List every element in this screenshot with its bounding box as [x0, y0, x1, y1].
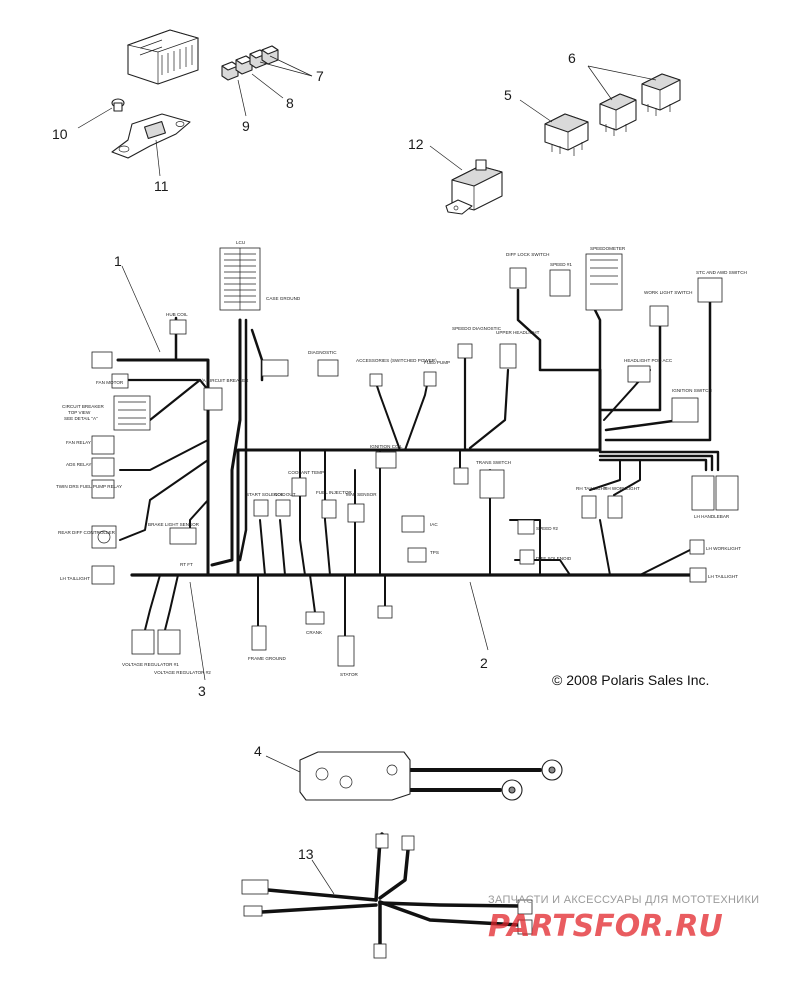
label-crank: CRANK [306, 630, 323, 635]
circuit-breaker-part [445, 159, 503, 215]
label-lh-worklight: LH WORKLIGHT [706, 546, 741, 551]
label-headlight-pod: HEADLIGHT POD ACC [624, 358, 673, 363]
copyright-text: © 2008 Polaris Sales Inc. [552, 672, 709, 688]
bracket-part [111, 113, 191, 159]
callout-6: 6 [568, 50, 576, 66]
screw-part [111, 98, 125, 112]
label-rear-diff: REAR DIFF CONTROLLER [58, 530, 116, 535]
label-lh-taillight-right: LH TAILLIGHT [708, 574, 738, 579]
label-speedo-diagnostic: SPEEDO DIAGNOSTIC [452, 326, 502, 331]
label-brake-light: BRAKE LIGHT SENSOR [148, 522, 200, 527]
sub-harness-part [241, 832, 533, 959]
label-ignition-switch: IGNITION SWITCH [672, 388, 712, 393]
label-work-light-switch: WORK LIGHT SWITCH [644, 290, 692, 295]
label-hub-coil: HUB COIL [166, 312, 188, 317]
label-frame-ground: FRAME GROUND [248, 656, 286, 661]
label-case-ground: CASE GROUND [266, 296, 301, 301]
label-ads-relay: ADS RELAY [66, 462, 91, 467]
label-stator: STATOR [340, 672, 359, 677]
callout-11: 11 [154, 178, 169, 194]
callout-13: 13 [298, 846, 314, 862]
label-diff-solenoid: DIFF SOLENOID [536, 556, 572, 561]
label-circuit-breaker: CIRCUIT BREAKER [62, 404, 104, 409]
watermark: ЗАПЧАСТИ И АКСЕССУАРЫ ДЛЯ МОТОТЕХНИКИ PA… [488, 894, 759, 944]
callout-8: 8 [286, 95, 294, 111]
ground-cable-part [299, 751, 563, 801]
label-voltage-reg-1: VOLTAGE REGULATOR #1 [122, 662, 179, 667]
label-lh-handlebar: LH HANDLEBAR [694, 514, 730, 519]
label-lcu: LCU [236, 240, 245, 245]
label-upper-headlight: UPPER HEADLIGHT [496, 330, 540, 335]
callout-12: 12 [408, 136, 424, 152]
label-rt-ft: RT FT [180, 562, 193, 567]
label-see-detail: SEE DETAIL "A" [64, 416, 98, 421]
fuse-block-part [126, 29, 200, 85]
label-twin-fuel: TWIN DRS FUEL PUMP RELAY [56, 484, 122, 489]
label-fan-motor: FAN MOTOR [96, 380, 124, 385]
label-tps: TPS [430, 550, 439, 555]
relay-part-6b [641, 73, 681, 116]
label-fuel-pump: FUEL PUMP [424, 360, 450, 365]
label-na-breaker: N/A CIRCUIT BREAKER [198, 378, 249, 383]
relay-part-6a [599, 93, 637, 136]
callout-2: 2 [480, 655, 488, 671]
main-harness [116, 288, 720, 641]
label-voltage-reg-2: VOLTAGE REGULATOR #2 [154, 670, 211, 675]
callout-9: 9 [242, 118, 250, 134]
label-trans-switch: TRANS SWITCH [476, 460, 511, 465]
label-diff-lock: DIFF LOCK SWITCH [506, 252, 549, 257]
label-rh-worklight: RH WORKLIGHT [604, 486, 640, 491]
harness-connectors [91, 247, 739, 667]
label-start-solenoid: START SOLENOID [246, 492, 286, 497]
callout-7: 7 [316, 68, 324, 84]
callout-3: 3 [198, 683, 206, 699]
label-lh-taillight: LH TAILLIGHT [60, 576, 90, 581]
label-fan-relay: FAN RELAY [66, 440, 91, 445]
label-top-view: TOP VIEW [68, 410, 91, 415]
harness-labels: LCU HUB COIL FAN MOTOR CIRCUIT BREAKER T… [56, 240, 747, 677]
label-accessories: ACCESSORIES (SWITCHED POWER) [356, 358, 437, 363]
label-diagnostic: DIAGNOSTIC [308, 350, 337, 355]
label-stc-awd: STC AND AWD SWITCH [696, 270, 747, 275]
label-ignition-coil: IGNITION COIL [370, 444, 403, 449]
label-speed-1: SPEED #1 [550, 262, 572, 267]
label-map-sensor: MAP SENSOR [346, 492, 377, 497]
callout-4: 4 [254, 743, 262, 759]
callout-1: 1 [114, 253, 122, 269]
label-coil-out: COIL OUT [274, 492, 296, 497]
watermark-brand: PARTSFOR.RU [488, 909, 723, 944]
fuse-set-part [221, 45, 279, 81]
watermark-tagline: ЗАПЧАСТИ И АКСЕССУАРЫ ДЛЯ МОТОТЕХНИКИ [488, 894, 759, 906]
label-speedometer: SPEEDOMETER [590, 246, 626, 251]
relay-part-5 [544, 113, 589, 156]
label-iac: IAC [430, 522, 438, 527]
callout-5: 5 [504, 87, 512, 103]
label-fuel-injector: FUEL INJECTOR [316, 490, 352, 495]
label-speed-2: SPEED #2 [536, 526, 558, 531]
label-rh-taillight: RH TAILLIGHT [576, 486, 607, 491]
callouts: 1 2 3 4 5 6 7 8 9 10 11 12 13 [52, 50, 576, 862]
callout-10: 10 [52, 126, 68, 142]
label-coolant-temp: COOLANT TEMP [288, 470, 324, 475]
